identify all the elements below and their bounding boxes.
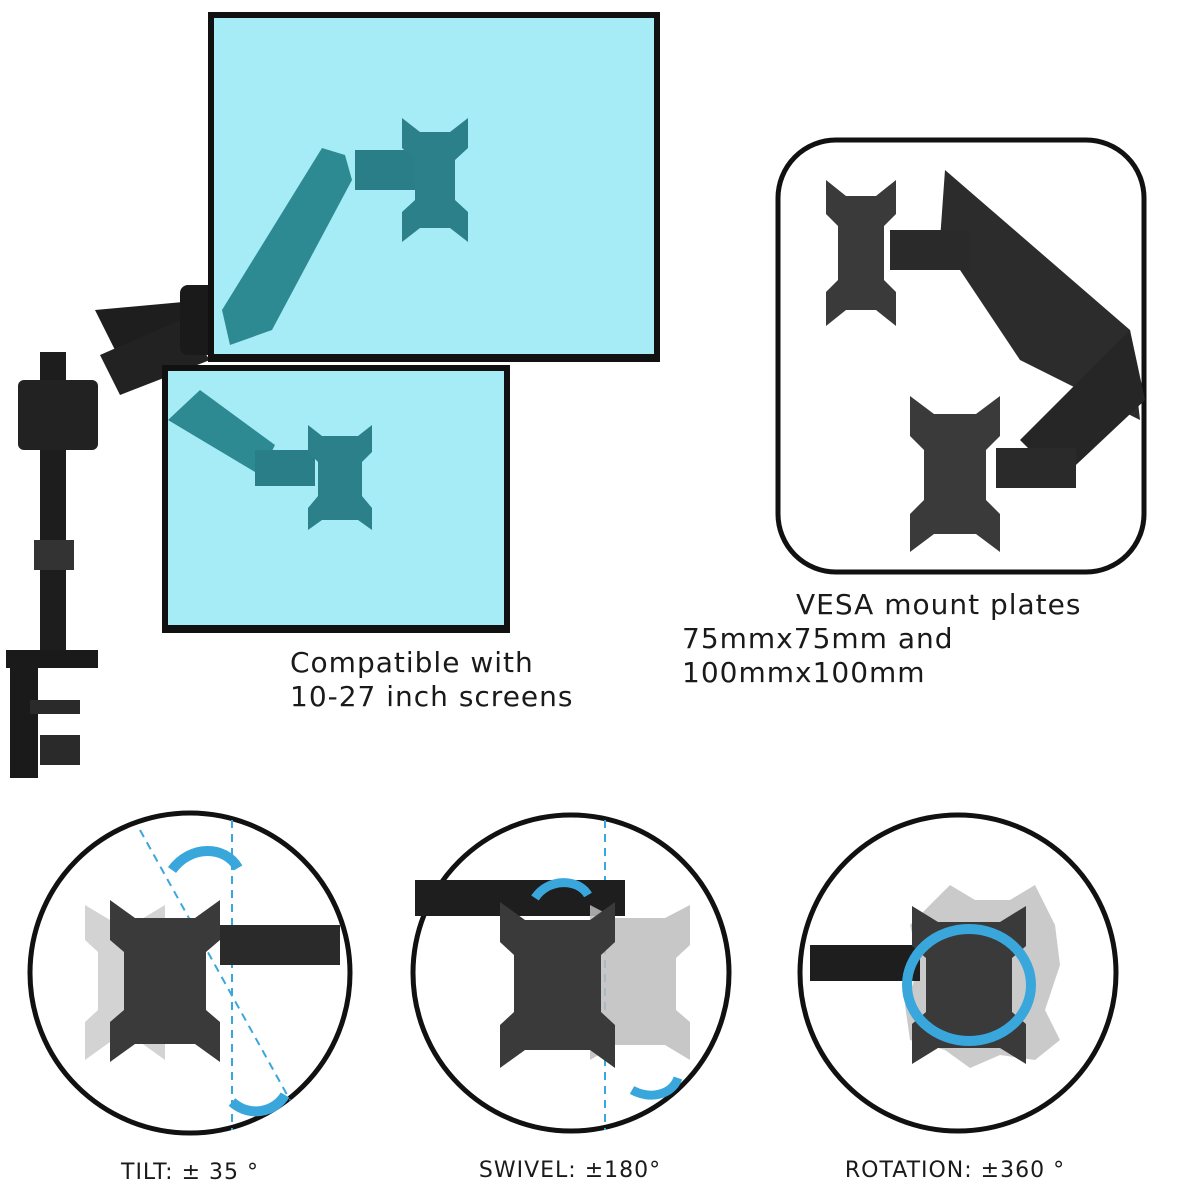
upper-vesa-plate [402, 118, 468, 242]
rotation-label: ROTATION: ±360 ° [844, 1158, 1066, 1183]
tilt-label: TILT: ± 35 ° [121, 1160, 259, 1185]
detail-plate-top [826, 180, 896, 326]
swivel-circle [410, 812, 732, 1134]
swivel-label: SWIVEL: ±180° [478, 1158, 662, 1183]
vesa-caption-line2: 75mmx75mm and 100mmx100mm [682, 622, 954, 689]
upper-monitor [208, 12, 660, 362]
compat-caption-line1: Compatible with [290, 646, 534, 679]
rotation-circle [797, 812, 1119, 1134]
lower-vesa-plate [308, 425, 372, 530]
detail-plate-bottom [910, 396, 1000, 552]
lower-monitor [162, 365, 510, 633]
vesa-detail-box [775, 137, 1147, 575]
desk-pole [6, 352, 98, 778]
vesa-caption-line1: VESA mount plates [796, 588, 1082, 621]
tilt-circle [27, 810, 353, 1136]
compat-caption-line2: 10-27 inch screens [290, 680, 574, 713]
